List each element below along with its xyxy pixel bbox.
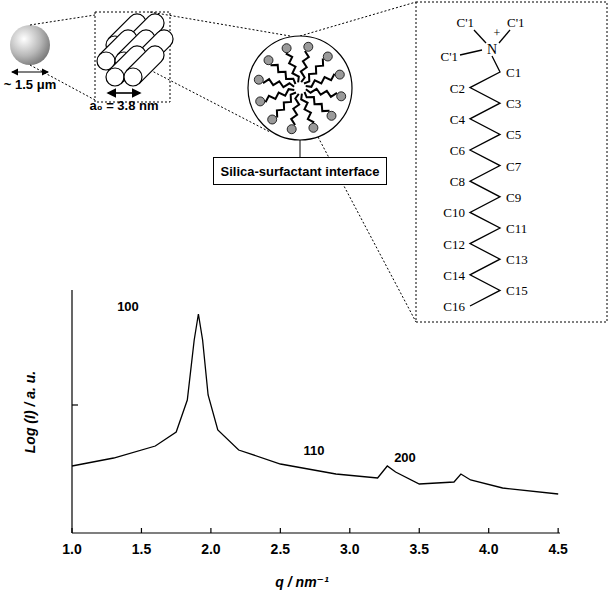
zoom-lines (30, 2, 607, 322)
text-label: C7 (506, 160, 521, 173)
text-label: C'1 (440, 50, 458, 63)
particle-sphere (10, 25, 50, 65)
text-label: C2 (450, 82, 465, 95)
axis-label: q / nm⁻¹ (275, 575, 328, 589)
tick-label: 1.5 (132, 542, 151, 556)
box-text: Silica-surfactant interface (221, 164, 380, 179)
peak-label: 100 (117, 300, 139, 313)
axis-label: Log (I) / a. u. (23, 371, 37, 453)
text-label: C16 (443, 300, 465, 313)
text-label: C'1 (456, 16, 474, 29)
x-ticks (72, 528, 558, 533)
cylinder-bundle (97, 14, 173, 86)
label-box: Silica-surfactant interface (213, 157, 388, 185)
tick-label: 3.5 (410, 542, 429, 556)
surfactant-molecules (254, 42, 345, 133)
text-label: a₀ = 3.8 nm (89, 99, 158, 112)
text-label: C9 (506, 191, 521, 204)
peak-label: 200 (394, 451, 416, 464)
text-label: ~ 1.5 μm (4, 78, 56, 91)
text-label: C1 (506, 66, 521, 79)
text-label: C'1 (507, 16, 525, 29)
tick-label: 2.5 (271, 542, 290, 556)
alkyl-chain (460, 30, 510, 306)
micelle-circle (248, 36, 352, 140)
text-label: C5 (506, 128, 521, 141)
saxs-curve (72, 314, 558, 494)
tick-label: 4.5 (548, 542, 567, 556)
text-label: C11 (506, 222, 527, 235)
plot-axes (72, 290, 560, 533)
text-label: C3 (506, 97, 521, 110)
size-arrow (12, 71, 48, 72)
tick-label: 3.0 (340, 542, 359, 556)
text-label: C14 (443, 269, 465, 282)
text-label: C4 (450, 113, 465, 126)
text-label: C6 (450, 144, 465, 157)
text-label: C8 (450, 175, 465, 188)
tick-label: 1.0 (62, 542, 81, 556)
leader-line (300, 140, 301, 157)
tick-label: 4.0 (479, 542, 498, 556)
text-label: C12 (443, 238, 465, 251)
text-label: C13 (506, 253, 528, 266)
text-label: C15 (506, 284, 528, 297)
tick-label: 2.0 (201, 542, 220, 556)
spacing-arrow (108, 92, 140, 94)
text-label: N (487, 43, 497, 57)
text-label: C10 (443, 206, 465, 219)
text-label: + (494, 27, 501, 39)
peak-label: 110 (304, 444, 325, 457)
